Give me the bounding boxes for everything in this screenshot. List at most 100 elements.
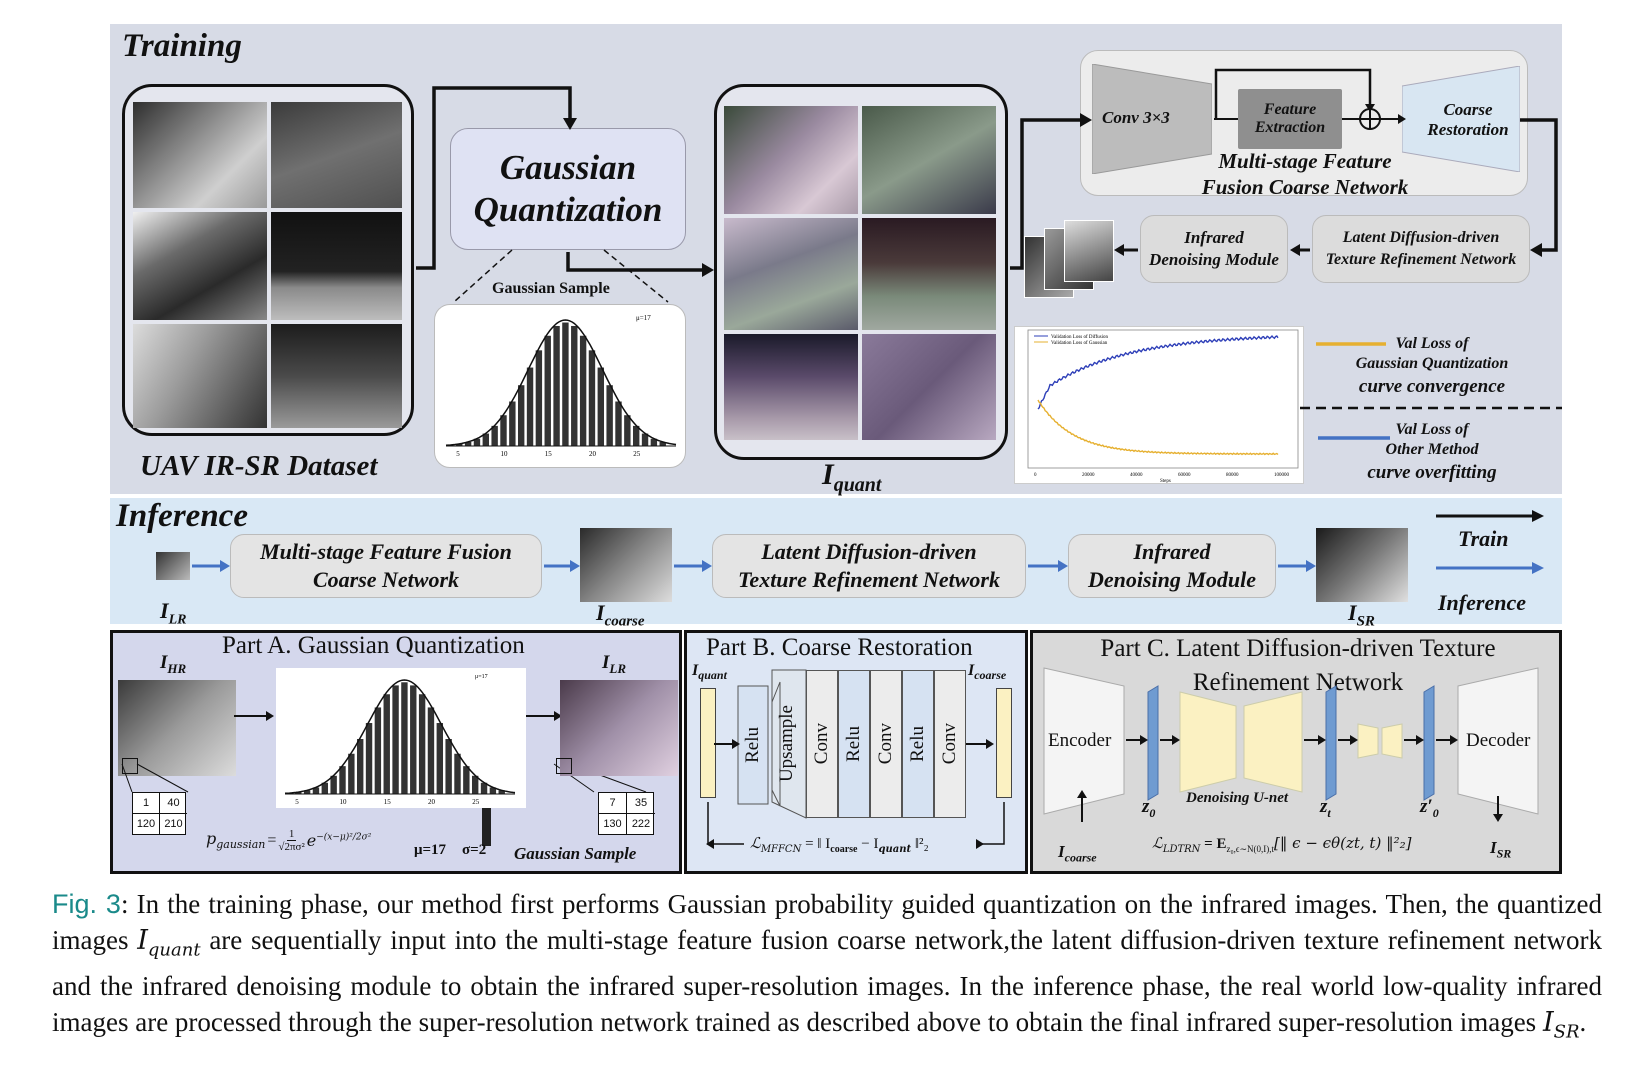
part-b-layers: Relu Upsample Conv Relu Conv Relu Conv [738, 670, 966, 818]
part-a-i-hr: IHR [160, 652, 187, 676]
gaussian-bar [445, 738, 452, 794]
part-c-i-sr: ISR [1490, 838, 1512, 861]
gaussian-bar [471, 775, 479, 794]
loss-curve-gaussian [1037, 399, 1279, 456]
chart-legend: μ=17 [636, 314, 651, 322]
gaussian-bar [401, 682, 408, 794]
part-c-loss: ℒLDTRN = Ez₀,ϵ∼N(0,I),t[‖ ϵ − ϵθ(zt, t) … [1152, 834, 1412, 855]
part-b-output-bar [996, 688, 1012, 798]
gaussian-bar [312, 787, 320, 794]
gaussian-bar [498, 790, 505, 794]
part-c-body [1043, 667, 1539, 822]
part-c-encoder: Encoder [1048, 730, 1112, 751]
dataset-label: UAV IR-SR Dataset [140, 450, 378, 482]
dataset-image-4 [271, 212, 402, 320]
gaussian-bar [303, 790, 311, 794]
inference-i-sr: ISR [1348, 600, 1375, 630]
gaussian-bar [374, 707, 382, 794]
gaussian-bar [535, 350, 543, 446]
legend-inference: Inference [1438, 590, 1526, 615]
gaussian-bar [356, 738, 364, 794]
gaussian-quantization-box: Gaussian Quantization [450, 128, 686, 250]
gaussian-bar [526, 367, 534, 446]
chart-tick-label: 15 [384, 798, 392, 806]
part-c-i-coarse: Icoarse [1058, 842, 1097, 865]
gaussian-bar [597, 367, 605, 446]
part-a-mu: μ=17 [414, 842, 447, 858]
gaussian-bar [659, 441, 666, 446]
gaussian-bar [588, 350, 596, 446]
gaussian-bar [606, 385, 613, 446]
gaussian-bar [500, 415, 507, 446]
gaussian-bars [456, 322, 666, 446]
training-idm-box: Infrared Denoising Module [1140, 215, 1288, 283]
gaussian-bar [571, 325, 578, 446]
legend-other-text: Val Loss of Other Method curve overfitti… [1367, 421, 1497, 483]
part-b-title: Part B. Coarse Restoration [706, 634, 973, 661]
gaussian-bar [365, 723, 373, 794]
inference-ldtrn-box: Latent Diffusion-driven Texture Refineme… [712, 534, 1026, 598]
part-c-z0: z0 [1142, 796, 1156, 820]
inference-i-coarse: Icoarse [596, 600, 645, 630]
gaussian-sample-label: Gaussian Sample [492, 280, 610, 297]
coarse-restoration-trapezoid [1402, 66, 1520, 172]
caption-fig-label: Fig. 3 [52, 889, 121, 919]
layer-relu-3: Relu [902, 670, 934, 818]
gaussian-bar [624, 415, 631, 446]
quant-image-6 [862, 334, 996, 440]
legend-gq-text: Val Loss of Gaussian Quantization curve … [1355, 335, 1509, 397]
gaussian-bar [579, 335, 587, 446]
chart-tick-label: 20 [589, 450, 597, 458]
part-a-i-lr: ILR [602, 652, 627, 676]
loss-chart: Validation Loss of Diffusion Validation … [1027, 329, 1299, 484]
inference-sr-image [1316, 528, 1408, 602]
dataset-image-1 [133, 102, 267, 208]
gaussian-bar [650, 438, 658, 446]
loss-tick-label: 20000 [1082, 473, 1095, 478]
fe-line2: Extraction [1254, 119, 1326, 136]
gaussian-bar [509, 401, 516, 446]
gaussian-bar [489, 787, 497, 794]
dataset-image-5 [133, 324, 267, 428]
quant-image-1 [724, 106, 858, 214]
figure-caption: Fig. 3: In the training phase, our metho… [52, 889, 1602, 1043]
part-b-i-coarse: Icoarse [968, 662, 1007, 683]
chart-tick-label: 5 [456, 450, 460, 458]
loss-tick-label: 40000 [1130, 473, 1143, 478]
part-c-decoder: Decoder [1466, 730, 1531, 751]
part-a-grid-right: 7 35 130 222 [598, 792, 655, 835]
part-c-unet: Denoising U-net [1186, 790, 1289, 806]
inference-msffcn-box: Multi-stage Feature Fusion Coarse Networ… [230, 534, 542, 598]
gaussian-bar [491, 425, 498, 446]
gaussian-bar [454, 753, 461, 794]
loss-curve-other [1037, 334, 1279, 410]
chart-legend-a: μ=17 [475, 674, 488, 680]
gaussian-bar [427, 707, 435, 794]
dataset-image-3 [133, 212, 267, 320]
gaussian-bar [632, 425, 640, 446]
gaussian-bar [641, 433, 649, 446]
layer-conv-1: Conv [806, 670, 838, 818]
chart-tick-label: 25 [633, 450, 641, 458]
part-a-legend: Gaussian Sample [514, 844, 637, 863]
gaussian-bar [473, 438, 481, 446]
gaussian-bar [418, 694, 426, 794]
gaussian-bar [383, 694, 390, 794]
layer-relu-2: Relu [838, 670, 870, 818]
part-a-title: Part A. Gaussian Quantization [222, 632, 525, 659]
dataset-image-6 [271, 324, 402, 428]
loss-chart-card [1014, 326, 1304, 484]
inference-lr-image [156, 552, 190, 580]
inference-i-lr: ILR [160, 598, 187, 628]
gq-line1: Gaussian [499, 148, 637, 187]
msffcn-arrows [1214, 68, 1406, 130]
part-c-z0p: z′0 [1420, 796, 1439, 820]
gaussian-bar [562, 322, 569, 446]
feature-extraction-box: Feature Extraction [1238, 89, 1342, 149]
part-b-i-quant: Iquant [692, 662, 727, 683]
loss-tick-label: 80000 [1226, 473, 1239, 478]
